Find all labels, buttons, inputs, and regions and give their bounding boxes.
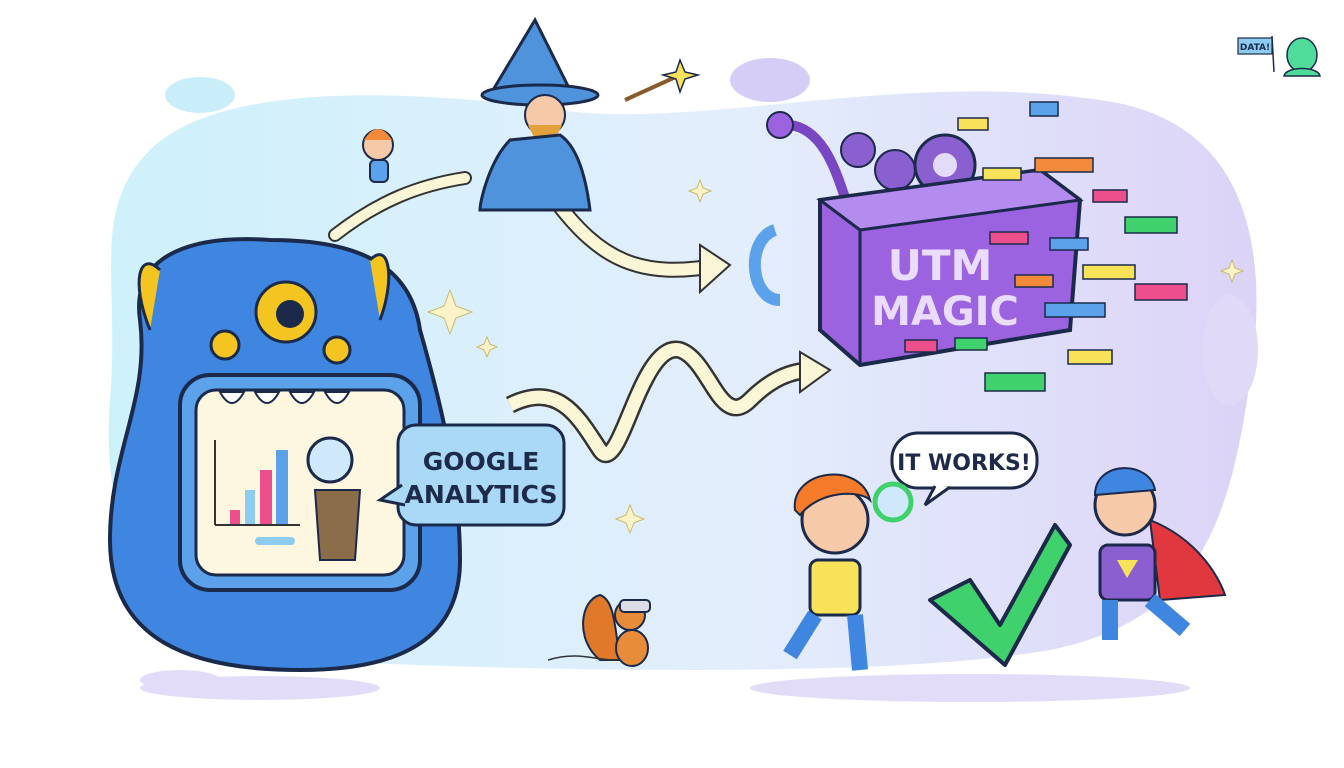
squirrel — [547, 593, 651, 667]
flying-kid — [362, 129, 394, 183]
utm-machine: UTM MAGIC — [749, 101, 1188, 392]
logo-flag-text: DATA! — [1240, 43, 1270, 53]
data-mascot-logo: DATA! — [1237, 35, 1321, 77]
sparkle-icons — [426, 178, 1245, 535]
it-works-text: IT WORKS! — [897, 451, 1031, 476]
gear-icon — [874, 149, 916, 191]
machine-label-line1: UTM — [888, 241, 993, 290]
cloud-shape — [730, 58, 810, 102]
checkmark-icon — [928, 523, 1072, 667]
magnifier-icon — [306, 436, 354, 484]
cloud-shape — [165, 77, 235, 113]
magnifier-icon — [872, 481, 914, 523]
machine-label-line2: MAGIC — [871, 289, 1019, 335]
bubble-text-line1: GOOGLE — [423, 447, 540, 476]
cheering-kid-superhero — [1093, 467, 1227, 640]
speech-bubble-google-analytics: GOOGLE ANALYTICS — [376, 423, 566, 527]
bubble-text-line2: ANALYTICS — [405, 480, 558, 509]
star-icon — [660, 57, 701, 95]
blue-monster — [107, 237, 463, 673]
wizard — [478, 16, 701, 212]
utm-tags — [904, 101, 1188, 392]
ground-shadow — [750, 674, 1190, 702]
vr-headset-icon — [619, 599, 651, 613]
cheering-kid-orange-hair — [783, 473, 914, 671]
gear-icon — [840, 132, 876, 168]
cloud-shape — [1202, 295, 1258, 405]
speech-bubble-it-works: IT WORKS! — [890, 431, 1039, 507]
